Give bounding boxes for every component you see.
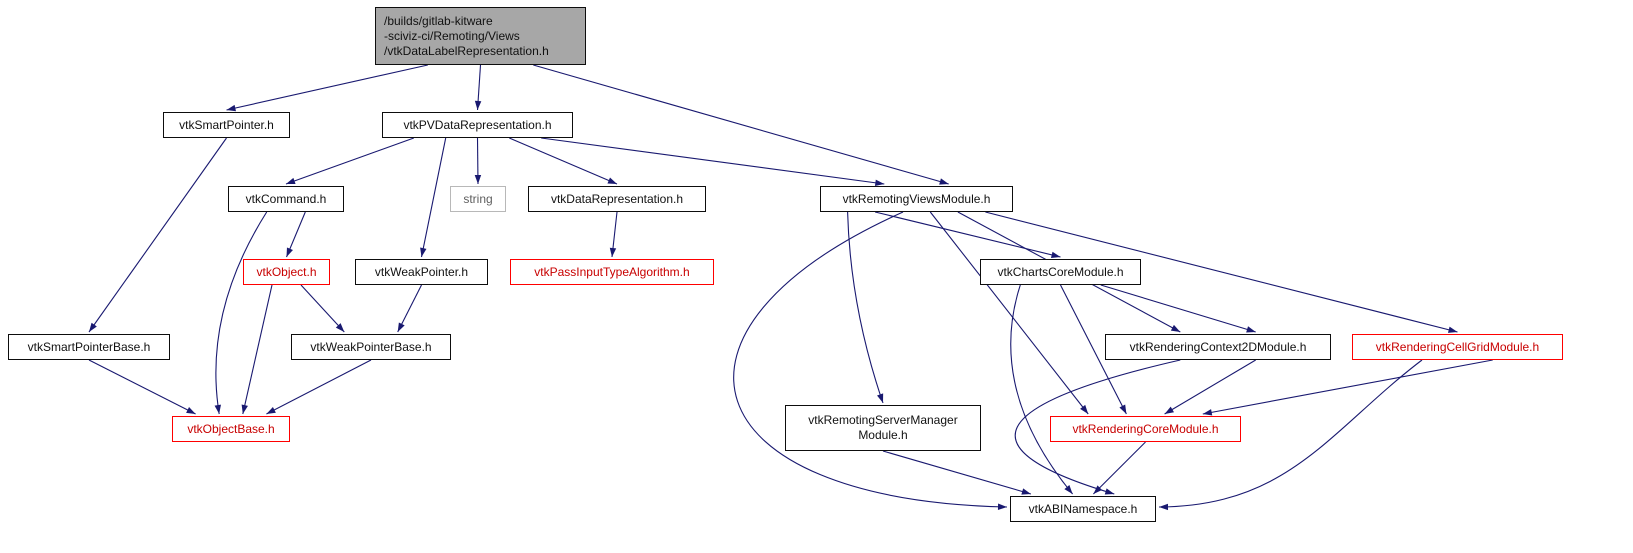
node-vtk-command-h[interactable]: vtkCommand.h — [228, 186, 344, 212]
include-edge-object-weakpointerbase — [300, 284, 345, 333]
include-edge-command-object — [285, 211, 306, 258]
include-edge-root-remotingviews — [533, 64, 949, 185]
include-edge-pvdatarep-weakpointer — [420, 137, 447, 258]
node-string: string — [450, 186, 506, 212]
node-vtk-remoting-server-manager-module-h[interactable]: vtkRemotingServerManager Module.h — [785, 405, 981, 451]
include-edge-root-smartpointer — [226, 64, 428, 112]
node-vtk-rendering-core-module-h[interactable]: vtkRenderingCoreModule.h — [1050, 416, 1241, 442]
include-edge-cellgrid-renderingcore — [1202, 359, 1493, 416]
include-edge-weakpointer-weakpointerbase — [397, 284, 422, 333]
include-edge-remotingviews-abinamespace — [733, 211, 1008, 511]
node-vtk-object-base-h[interactable]: vtkObjectBase.h — [172, 416, 290, 442]
node-vtk-data-representation-h[interactable]: vtkDataRepresentation.h — [528, 186, 706, 212]
node-vtk-weak-pointer-base-h[interactable]: vtkWeakPointerBase.h — [291, 334, 451, 360]
node-vtk-rendering-context2d-module-h[interactable]: vtkRenderingContext2DModule.h — [1105, 334, 1331, 360]
include-edge-root-pvdatarep — [474, 64, 482, 111]
include-edge-renderingcore-abinamespace — [1093, 441, 1146, 495]
include-edge-command-objectbase — [214, 211, 268, 415]
include-edge-pvdatarep-command — [285, 137, 414, 185]
node-vtk-object-h[interactable]: vtkObject.h — [243, 259, 330, 285]
include-edge-chartscore-abinamespace — [1010, 284, 1074, 495]
include-edge-servermanager-abinamespace — [882, 450, 1032, 495]
include-edge-pvdatarep-string — [474, 137, 482, 185]
include-edge-smartpointerbase-objectbase — [88, 359, 196, 415]
include-edge-datarep-passinput — [609, 211, 618, 258]
node-current-file: /builds/gitlab-kitware -sciviz-ci/Remoti… — [375, 7, 586, 65]
node-vtk-pass-input-type-algorithm-h[interactable]: vtkPassInputTypeAlgorithm.h — [510, 259, 714, 285]
include-edge-remotingviews-chartscore — [874, 211, 1061, 259]
include-edge-pvdatarep-remotingviews — [541, 137, 885, 187]
include-edge-pvdatarep-datarep — [509, 137, 618, 185]
include-edge-weakpointerbase-objectbase — [266, 359, 372, 415]
node-vtk-charts-core-module-h[interactable]: vtkChartsCoreModule.h — [980, 259, 1141, 285]
node-vtk-rendering-cell-grid-module-h[interactable]: vtkRenderingCellGridModule.h — [1352, 334, 1563, 360]
include-edge-chartscore-context2d — [1100, 284, 1256, 333]
include-edge-remotingviews-renderingcore — [929, 211, 1089, 415]
include-edge-smartpointer-smartpointerbase — [88, 137, 227, 333]
include-edge-remotingviews-servermanager — [847, 211, 884, 404]
include-edge-context2d-renderingcore — [1164, 359, 1256, 415]
node-vtk-smart-pointer-h[interactable]: vtkSmartPointer.h — [163, 112, 290, 138]
node-vtk-pv-data-representation-h[interactable]: vtkPVDataRepresentation.h — [382, 112, 573, 138]
include-edge-object-objectbase — [241, 284, 273, 415]
node-vtk-abi-namespace-h[interactable]: vtkABINamespace.h — [1010, 496, 1156, 522]
node-vtk-remoting-views-module-h[interactable]: vtkRemotingViewsModule.h — [820, 186, 1013, 212]
node-vtk-weak-pointer-h[interactable]: vtkWeakPointer.h — [355, 259, 488, 285]
node-vtk-smart-pointer-base-h[interactable]: vtkSmartPointerBase.h — [8, 334, 170, 360]
